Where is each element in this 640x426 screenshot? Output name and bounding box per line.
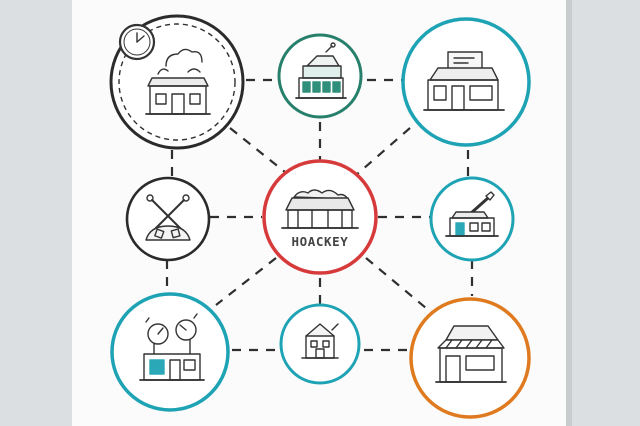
- shop-with-gauges-icon: [139, 313, 205, 381]
- ring-node-striped-store: [409, 297, 531, 419]
- connector-hub-br: [365, 257, 427, 309]
- house-with-clock-and-cloud-icon: [145, 48, 211, 115]
- clock-icon: [118, 23, 156, 61]
- paper-shadow-right: [566, 0, 572, 426]
- ring-node-gauges-shop: [110, 292, 230, 412]
- ring-node-storefront-sign: [401, 17, 531, 147]
- connector-tl-hub: [229, 127, 291, 177]
- crossed-tools-icon: [145, 194, 191, 241]
- ring-node-shop-pen: [429, 176, 515, 262]
- store-with-striped-awning-icon: [435, 325, 507, 383]
- storefront-with-sign-icon: [423, 51, 505, 111]
- connectors: [165, 78, 474, 352]
- ring-node-small-house: [279, 303, 361, 385]
- ring-hub: [262, 159, 378, 275]
- ring-node-clock-house-dashed: [118, 23, 236, 141]
- shop-with-pen-icon: [445, 191, 499, 237]
- small-house-icon: [301, 323, 339, 359]
- connector-tr-hub: [354, 127, 411, 177]
- ring-node-tools: [125, 176, 211, 262]
- building-with-antenna-icon: [295, 42, 347, 99]
- hub-building-icon: [281, 189, 359, 229]
- connector-hub-bl: [215, 257, 277, 306]
- hub-label: HOACKEY: [292, 234, 349, 249]
